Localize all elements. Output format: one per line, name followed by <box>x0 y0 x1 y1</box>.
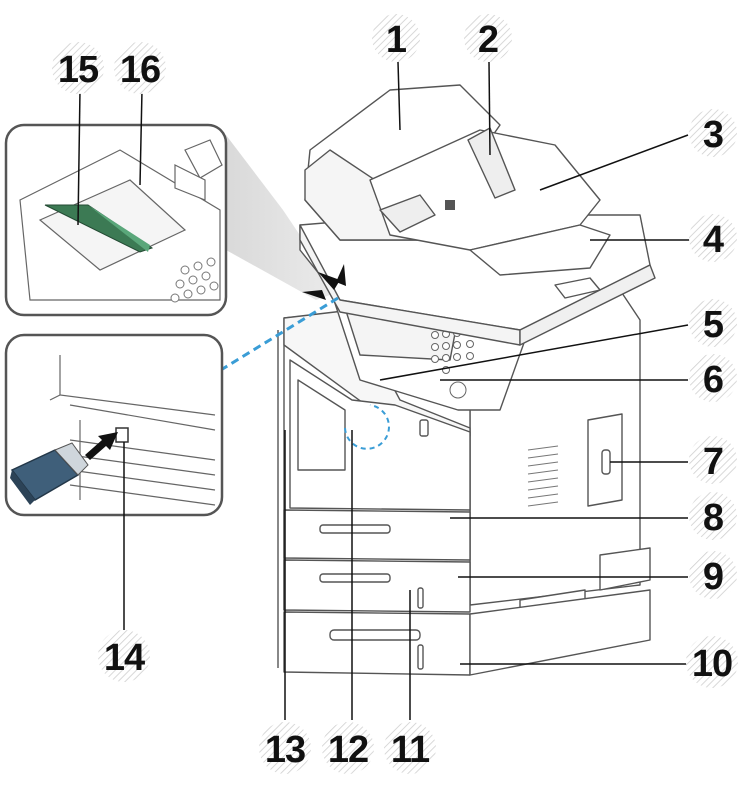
callout-14: 14 <box>98 630 150 682</box>
callout-3: 3 <box>689 109 737 157</box>
callout-label: 6 <box>703 359 723 401</box>
callout-label: 8 <box>703 497 723 539</box>
inset-document-guide <box>4 123 228 317</box>
callout-label: 11 <box>391 729 430 771</box>
callout-7: 7 <box>689 436 737 484</box>
callout-5: 5 <box>689 299 737 347</box>
callout-label: 2 <box>478 19 498 61</box>
callout-label: 1 <box>386 19 407 61</box>
callout-label: 4 <box>703 219 724 261</box>
insert-arrow-icon <box>85 432 118 460</box>
usb-port-highlight <box>344 404 390 450</box>
callout-label: 14 <box>104 637 145 679</box>
callout-label: 9 <box>703 556 723 598</box>
callout-13: 13 <box>259 722 311 774</box>
callout-label: 7 <box>703 441 723 483</box>
callout-6: 6 <box>689 354 737 402</box>
callout-label: 16 <box>120 49 160 91</box>
leader-lines <box>77 61 690 720</box>
inset-usb-port <box>4 333 224 517</box>
callout-label: 3 <box>703 114 723 156</box>
callout-2: 2 <box>464 14 512 62</box>
callout-label: 10 <box>692 643 732 685</box>
callouts: 1 2 3 4 5 6 7 8 <box>52 14 738 774</box>
callout-label: 12 <box>328 729 368 771</box>
callout-12: 12 <box>322 722 374 774</box>
usb-drive-icon <box>10 442 89 505</box>
callout-10: 10 <box>686 636 738 688</box>
callout-4: 4 <box>689 214 737 262</box>
document-feeder <box>304 84 611 276</box>
callout-15: 15 <box>52 42 104 94</box>
callout-label: 15 <box>58 49 99 91</box>
usb-arrow-icon <box>302 264 346 300</box>
callout-label: 13 <box>265 729 305 771</box>
callout-8: 8 <box>689 492 737 540</box>
callout-9: 9 <box>689 551 737 599</box>
callout-label: 5 <box>703 304 724 346</box>
document-guide-icon <box>44 204 154 253</box>
callout-16: 16 <box>114 42 166 94</box>
callout-1: 1 <box>372 14 420 62</box>
callout-11: 11 <box>384 722 436 774</box>
